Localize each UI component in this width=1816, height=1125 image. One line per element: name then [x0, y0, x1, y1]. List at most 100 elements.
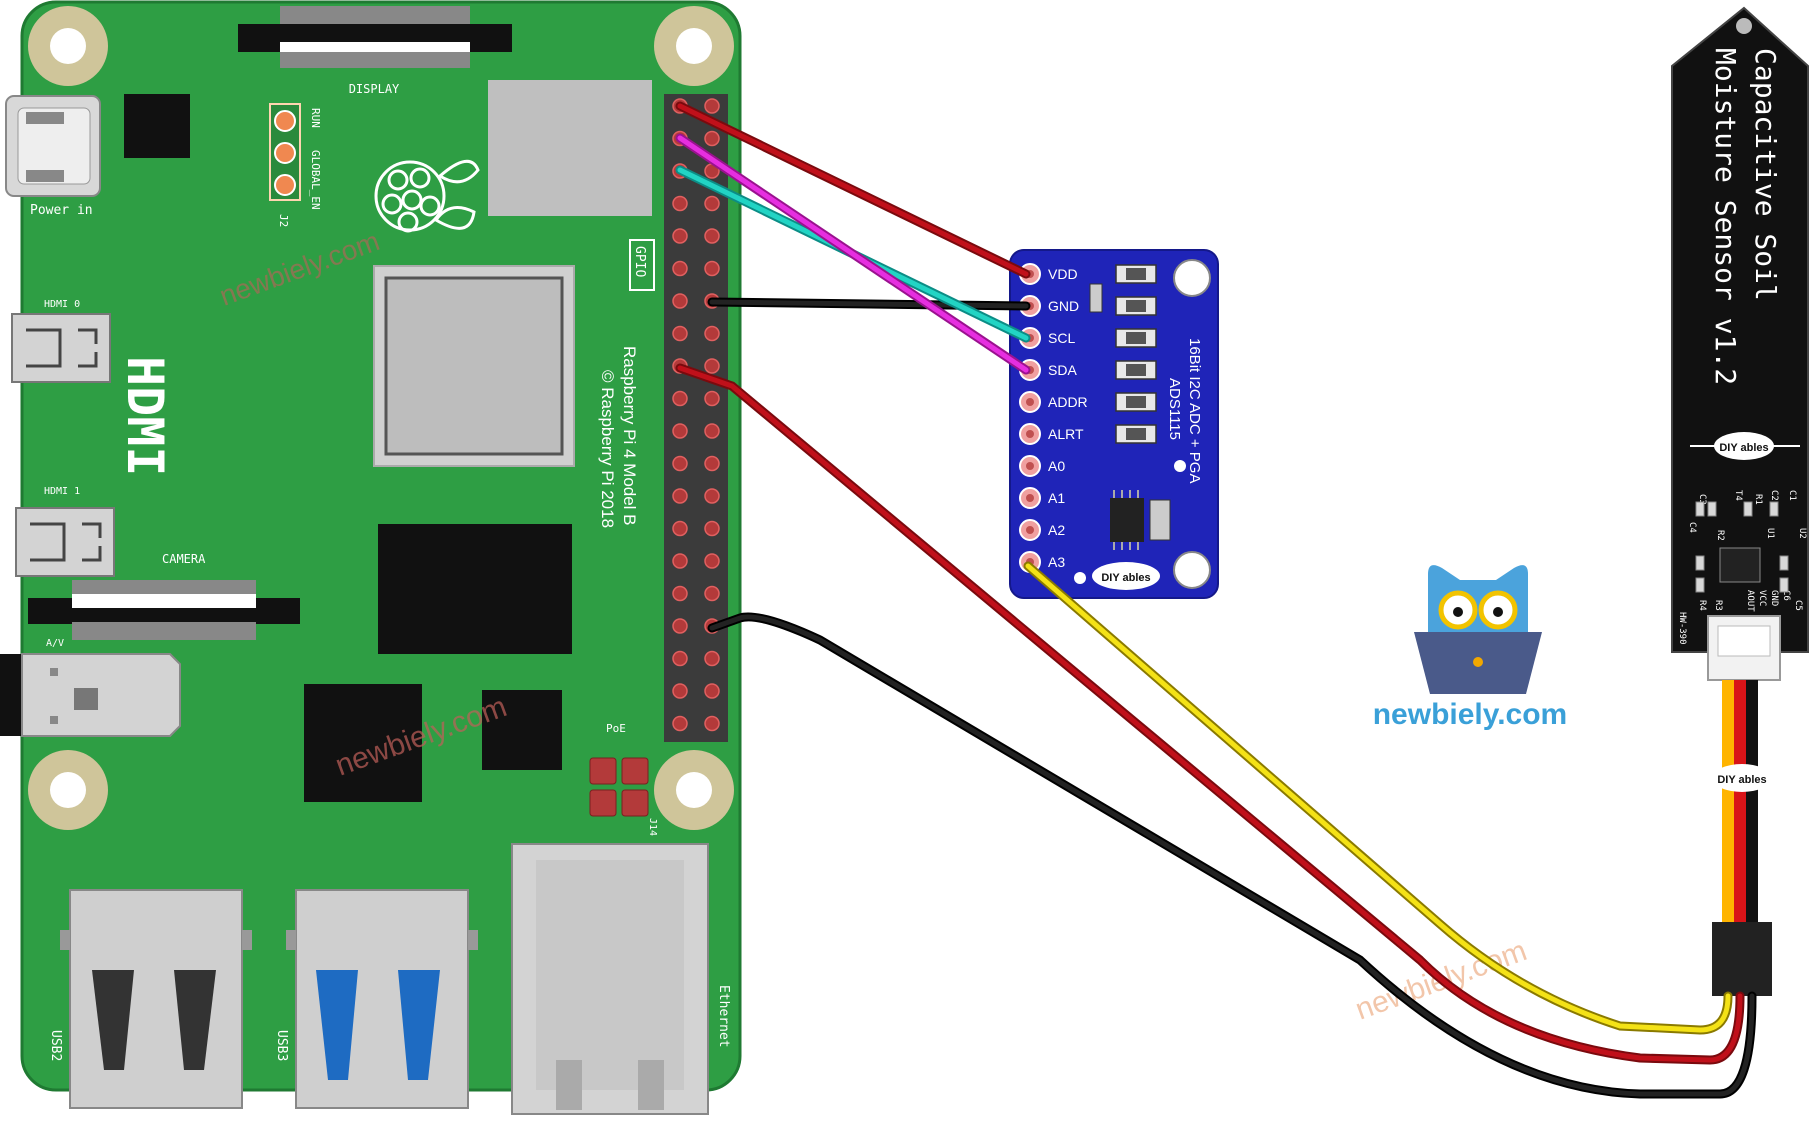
sensor-silk-label: C2: [1769, 490, 1779, 501]
adc-pin-label: SDA: [1048, 362, 1077, 378]
usb2-label: USB2: [48, 1030, 63, 1061]
model-line-2: © Raspberry Pi 2018: [598, 370, 617, 528]
sensor-silk-label: C4: [1687, 522, 1697, 533]
adc-pin-label: A3: [1048, 554, 1065, 570]
adc-components: [1089, 264, 1157, 444]
power-label: Power in: [30, 203, 93, 218]
a3-signal-wire: [1023, 561, 1733, 1035]
poe-header: [589, 757, 649, 817]
gpio-pin: [672, 650, 688, 667]
usb2-port: [60, 889, 252, 1109]
gpio-pin: [672, 585, 688, 602]
sensor-diy-logo: DIY ables: [1690, 432, 1800, 460]
gpio-pin: [704, 195, 720, 212]
display-connector: [238, 6, 512, 68]
pmic-chip: [124, 94, 190, 158]
adc-pin-label: VDD: [1048, 266, 1078, 282]
gpio-pin: [704, 553, 720, 569]
gpio-pin: [672, 293, 688, 309]
adc-title-2: ADS1115: [1166, 378, 1183, 440]
gpio-pin: [672, 228, 688, 244]
gpio-pin: [672, 423, 688, 439]
run-label: RUN: [309, 108, 322, 128]
soc-chip: [373, 265, 575, 467]
gpio-label-box: GPIO: [629, 239, 655, 291]
adc-pin-label: A2: [1048, 522, 1065, 538]
gpio-pin: [704, 228, 720, 244]
display-label: DISPLAY: [349, 82, 400, 96]
gpio-pin: [704, 325, 720, 342]
sensor-silk-label: R1: [1753, 494, 1763, 505]
raspberry-pi-board: DISPLAY Power in RUN GLOBAL_EN J2: [0, 0, 742, 1115]
sensor-silk-label: U2: [1797, 528, 1807, 539]
sensor-title-1: Capacitive Soil: [1749, 48, 1782, 301]
gpio-pin: [672, 488, 688, 504]
gpio-pin: [672, 715, 688, 732]
gpio-pin: [704, 585, 720, 602]
ethernet-port: [511, 843, 709, 1115]
adc-capacitor: [1089, 283, 1103, 313]
wifi-module: [488, 80, 652, 216]
sensor-cable: DIY ables: [1712, 680, 1772, 996]
sensor-silk-label: VCC: [1757, 590, 1767, 606]
soil-moisture-sensor: Capacitive Soil Moisture Sensor v1.2 DIY…: [1671, 6, 1809, 996]
gpio-pin: [672, 520, 688, 537]
usb-controller-chip: [304, 684, 422, 802]
svg-text:DIY ables: DIY ables: [1719, 442, 1768, 454]
sensor-silk-label: GND: [1769, 590, 1779, 606]
newbiely-brand: newbiely.com newbiely.com: [1351, 565, 1568, 1027]
sensor-silk-label: R4: [1697, 600, 1707, 611]
brand-site: newbiely.com: [1373, 698, 1568, 731]
hdmi-big-label: HDMI: [116, 356, 174, 476]
usb3-port: [286, 889, 478, 1109]
svg-text:GPIO: GPIO: [632, 246, 647, 277]
sensor-silk-label: C1: [1787, 490, 1797, 501]
adc-pin-label: ALRT: [1048, 426, 1084, 442]
adc-pin-label: ADDR: [1048, 394, 1088, 410]
gpio-pin: [672, 195, 688, 212]
gpio-pin: [672, 683, 688, 699]
gpio-pin: [704, 683, 720, 699]
gpio-pin: [704, 390, 720, 407]
sensor-silk-label: R2: [1715, 530, 1725, 541]
camera-connector: [28, 580, 300, 640]
gpio-pin: [672, 390, 688, 407]
wires: [675, 101, 1757, 1099]
gpio-pin: [704, 650, 720, 667]
adc-pin-label: GND: [1048, 298, 1079, 314]
ram-chip: [378, 524, 572, 654]
gpio-pin: [704, 260, 720, 277]
sensor-silk-label: AOUT: [1745, 590, 1755, 612]
model-line-1: Raspberry Pi 4 Model B: [620, 346, 639, 526]
gpio-pin: [704, 423, 720, 439]
gpio-pin: [672, 618, 688, 634]
adc-pin-label: A0: [1048, 458, 1065, 474]
gpio-pin: [672, 325, 688, 342]
gpio-pin: [704, 358, 720, 374]
adc-pin-label: SCL: [1048, 330, 1075, 346]
hdmi1-port: [15, 507, 115, 577]
sensor-silk-label: U1: [1765, 528, 1775, 539]
sensor-silk-label: R3: [1713, 600, 1723, 611]
adc-pin-label: A1: [1048, 490, 1065, 506]
gpio-pin: [704, 488, 720, 504]
svg-text:DIY ables: DIY ables: [1101, 572, 1150, 584]
adc-diy-logo: DIY ables: [1092, 562, 1160, 590]
sensor-silk-label: T4: [1733, 490, 1743, 501]
gpio-pin: [704, 520, 720, 537]
gpio-pin: [704, 98, 720, 114]
gpio-pin: [672, 455, 688, 472]
adc-title-1: 16Bit I2C ADC + PGA: [1186, 338, 1203, 483]
j2-label: J2: [277, 214, 290, 227]
ethernet-label: Ethernet: [716, 985, 731, 1048]
svg-text:DIY ables: DIY ables: [1717, 774, 1766, 786]
j14-label: J14: [647, 818, 658, 836]
poe-label: PoE: [606, 722, 626, 735]
gpio-pin: [704, 715, 720, 732]
gpio-pin: [704, 130, 720, 147]
run-pads: [269, 103, 301, 201]
global-en-label: GLOBAL_EN: [309, 150, 322, 210]
